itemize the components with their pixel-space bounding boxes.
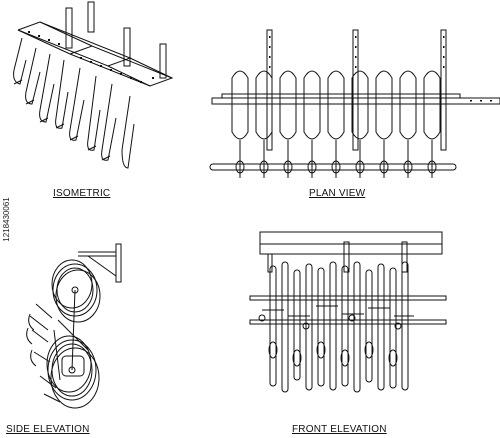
iso-post-right bbox=[124, 28, 130, 66]
iso-lower-rail bbox=[70, 46, 172, 86]
plan-post-3 bbox=[441, 30, 446, 150]
isometric-label: ISOMETRIC bbox=[53, 188, 111, 199]
side-rear-wheels bbox=[47, 336, 99, 408]
side-elevation-drawing bbox=[27, 244, 121, 408]
iso-upper-rail bbox=[18, 22, 130, 66]
iso-hook-6 bbox=[88, 76, 100, 150]
plan-loops bbox=[232, 71, 440, 139]
iso-hook-8 bbox=[122, 96, 134, 168]
plan-lower-bar bbox=[210, 164, 456, 170]
iso-hook-2 bbox=[26, 48, 40, 104]
side-wall-plate bbox=[116, 244, 121, 282]
front-top-rail bbox=[260, 232, 442, 254]
iso-hook-3 bbox=[40, 54, 54, 122]
iso-hook-4 bbox=[56, 60, 68, 128]
iso-hook-5 bbox=[70, 68, 84, 140]
plan-wall-rail-inner bbox=[222, 94, 460, 98]
plan-wall-rail bbox=[212, 98, 500, 104]
iso-post-far bbox=[160, 44, 166, 78]
plan-stems bbox=[240, 140, 432, 178]
front-elevation-label: FRONT ELEVATION bbox=[292, 424, 387, 435]
stock-id-strip: 1218430061 bbox=[0, 0, 12, 438]
iso-post-left bbox=[66, 8, 72, 48]
plan-post-2 bbox=[353, 30, 358, 150]
side-hooks bbox=[30, 304, 60, 402]
plan-view-drawing bbox=[210, 30, 500, 178]
iso-post-mid bbox=[88, 2, 94, 32]
stock-id-text: 1218430061 bbox=[1, 196, 11, 242]
plan-hubs bbox=[236, 161, 436, 173]
front-hubs bbox=[269, 342, 397, 366]
plan-view-label: PLAN VIEW bbox=[309, 188, 366, 199]
side-elevation-label: SIDE ELEVATION bbox=[6, 424, 90, 435]
iso-rail-holes bbox=[28, 31, 154, 83]
isometric-drawing bbox=[14, 2, 172, 168]
iso-hook-7 bbox=[102, 84, 116, 160]
iso-hook-1 bbox=[14, 38, 26, 84]
front-handlebars bbox=[259, 306, 414, 329]
front-elevation-drawing bbox=[250, 232, 446, 392]
side-front-wheels bbox=[52, 260, 100, 322]
front-bikes bbox=[270, 262, 408, 392]
